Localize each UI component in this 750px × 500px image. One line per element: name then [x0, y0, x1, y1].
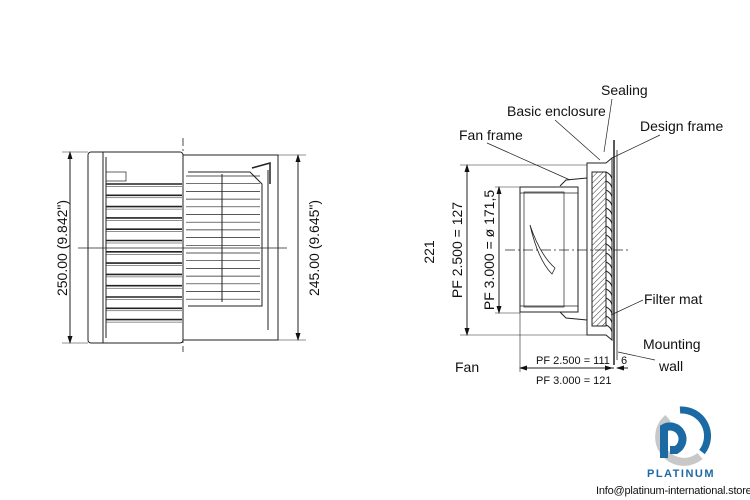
label-wall: wall: [658, 358, 683, 374]
louver: [605, 297, 613, 306]
nameplate: [105, 171, 127, 182]
label-basic-enclosure: Basic enclosure: [507, 103, 606, 119]
platinum-logo: PLATINUM: [647, 406, 715, 480]
louver: [605, 279, 613, 288]
label-sealing: Sealing: [601, 82, 648, 98]
dim-pf2500-111: PF 2.500 = 111: [536, 355, 610, 367]
louver: [605, 324, 613, 333]
louver: [605, 189, 613, 198]
front-slats: [106, 183, 182, 323]
louver: [605, 252, 613, 261]
louver: [605, 171, 613, 180]
fan-frame: [559, 177, 588, 321]
louver: [605, 225, 613, 234]
front-view: [62, 138, 306, 352]
filter-mat: [591, 171, 607, 327]
louver: [605, 306, 613, 315]
side-view: [460, 98, 661, 372]
contact-email: Info@platinum-international.store: [596, 485, 750, 497]
dim-pf2500-127: PF 2.500 = 127: [449, 202, 465, 298]
label-design-frame: Design frame: [640, 118, 723, 134]
dim-250-label: 250.00 (9.842"): [54, 200, 70, 296]
louver: [605, 216, 613, 225]
fan-blade: [529, 224, 556, 275]
dim-wall-6: 6: [621, 355, 627, 367]
louver: [605, 180, 613, 189]
front-left-frame: [87, 151, 184, 344]
label-fan-frame: Fan frame: [459, 127, 523, 143]
dim-221: 221: [421, 240, 437, 264]
front-grill: [186, 175, 260, 300]
louver: [605, 270, 613, 279]
louver: [605, 243, 613, 252]
design-frame-louvers: [605, 171, 613, 333]
louver: [605, 234, 613, 243]
louver: [605, 288, 613, 297]
louver: [605, 315, 613, 324]
louver: [605, 198, 613, 207]
front-right-frame: [182, 154, 279, 341]
dim-pf3000-121: PF 3.000 = 121: [536, 375, 612, 387]
dim-245-label: 245.00 (9.645"): [306, 200, 322, 296]
brand-name: PLATINUM: [647, 468, 715, 480]
label-mounting: Mounting: [643, 336, 701, 352]
louver: [605, 207, 613, 216]
dim-pf3000-171: PF 3.000 = ø 171,5: [481, 190, 497, 310]
louver: [605, 261, 613, 270]
label-filter-mat: Filter mat: [644, 291, 702, 307]
fan: [519, 186, 579, 313]
label-fan: Fan: [455, 359, 479, 375]
